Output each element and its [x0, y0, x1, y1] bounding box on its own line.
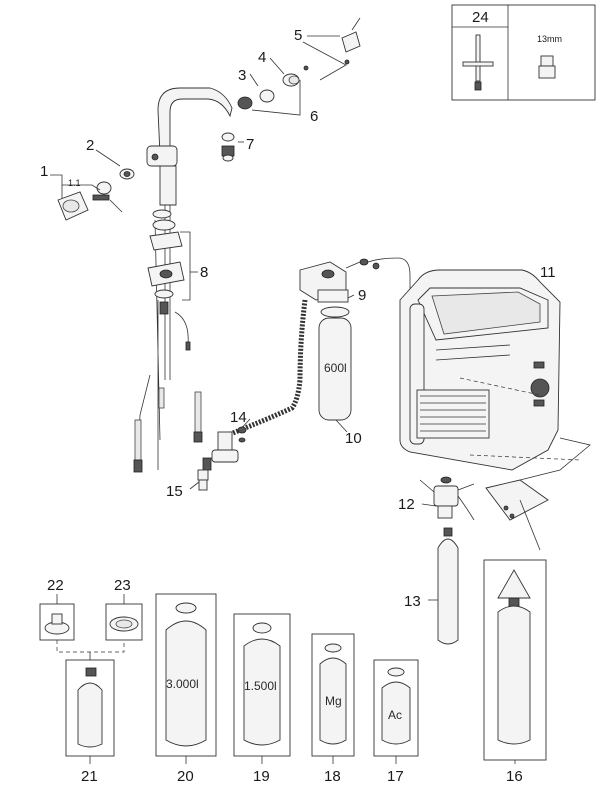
t-wrench-icon	[462, 34, 494, 91]
filter-18: Mg	[311, 633, 355, 757]
callout-11: 11	[540, 264, 556, 281]
callout-10: 10	[345, 430, 362, 447]
aerator-parts	[221, 17, 361, 162]
cap-part-2	[119, 168, 135, 180]
callout-16: 16	[506, 768, 523, 785]
socket-nut-icon	[538, 55, 556, 79]
callout-1-1: 1.1	[68, 178, 81, 188]
tool-inset: 24 13mm	[451, 4, 596, 101]
callout-19: 19	[253, 768, 270, 785]
callout-3: 3	[238, 67, 246, 84]
callout-12: 12	[398, 496, 415, 513]
filter-ac-label: Ac	[388, 708, 402, 722]
callout-21: 21	[81, 768, 98, 785]
mounting-bracket	[485, 479, 549, 551]
callout-8: 8	[200, 264, 208, 281]
callout-22: 22	[47, 577, 64, 594]
filter-19: 1.500l	[233, 613, 291, 757]
callout-5: 5	[294, 27, 302, 44]
bottom-leaders	[56, 594, 516, 764]
filter-cartridge-600: 600l	[318, 306, 352, 421]
callout-18: 18	[324, 768, 341, 785]
socket-size-label: 13mm	[537, 34, 562, 44]
mounting-kit	[147, 209, 185, 315]
filter-17: Ac	[373, 659, 419, 757]
handle-lever	[57, 191, 89, 221]
callout-15: 15	[166, 483, 183, 500]
callout-4: 4	[258, 49, 266, 66]
callout-2: 2	[86, 137, 94, 154]
adapter-22	[39, 603, 75, 641]
callout-1: 1	[40, 163, 48, 180]
braided-hose	[224, 299, 308, 439]
cartridge-part	[92, 181, 123, 213]
filter-600-label: 600l	[324, 361, 347, 375]
callout-20: 20	[177, 768, 194, 785]
callout-17: 17	[387, 768, 404, 785]
co2-regulator	[419, 476, 475, 521]
filter-3000-label: 3.000l	[166, 677, 199, 691]
callout-13: 13	[404, 593, 421, 610]
filter-20: 3.000l	[155, 593, 217, 757]
callout-9: 9	[358, 287, 366, 304]
filter-head	[299, 257, 411, 303]
vent-grille	[416, 389, 490, 439]
callout-14: 14	[230, 409, 247, 426]
adapter-23	[105, 603, 143, 641]
filter-1500-label: 1.500l	[244, 679, 277, 693]
angle-valve	[197, 426, 247, 491]
co2-cylinder-small	[437, 527, 459, 645]
callout-24: 24	[472, 9, 489, 26]
chiller-unit	[399, 269, 591, 481]
callout-23: 23	[114, 577, 131, 594]
callout-6: 6	[310, 108, 318, 125]
callout-7: 7	[246, 136, 254, 153]
filter-21	[65, 659, 115, 757]
co2-cylinder-large	[483, 559, 547, 761]
callout-numbers: 1 1.1 2 3 4 5 6 7 8 9 10 11 12 13 14 15 …	[40, 27, 556, 785]
filter-mg-label: Mg	[325, 694, 342, 708]
